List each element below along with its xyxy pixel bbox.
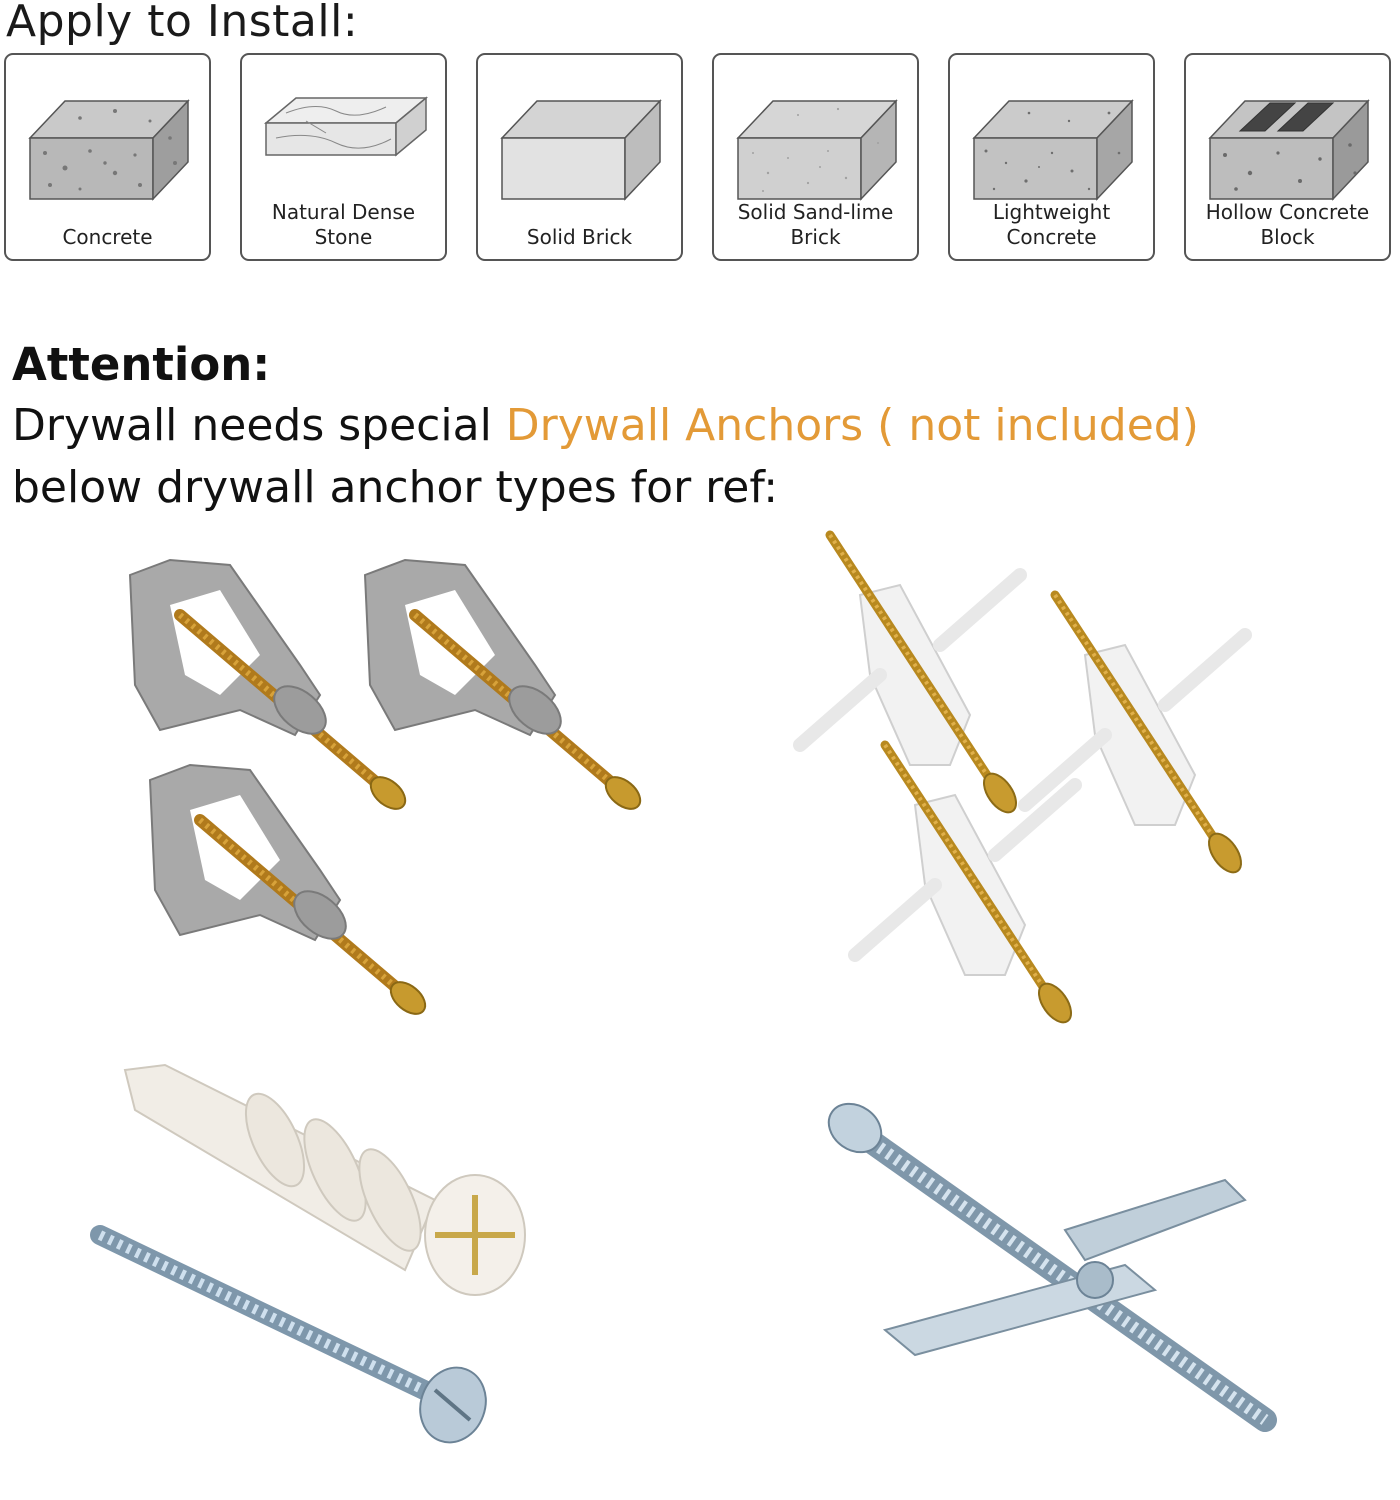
material-tile-concrete: Concrete — [4, 53, 211, 261]
concrete-block-icon — [28, 99, 190, 201]
apply-title: Apply to Install: — [6, 0, 359, 47]
solid-brick-icon — [500, 99, 662, 201]
white-plastic-winged-anchor-icon — [793, 530, 1270, 1025]
material-tile-solid-brick: Solid Brick — [476, 53, 683, 261]
material-label: Solid Brick — [526, 225, 633, 249]
lightweight-concrete-icon — [972, 99, 1134, 201]
attention-line-2: below drywall anchor types for ref: — [12, 462, 779, 513]
sand-lime-brick-icon — [736, 99, 898, 201]
attention-heading: Attention: — [12, 338, 271, 391]
natural-stone-block-icon — [263, 96, 429, 157]
self-drilling-drywall-anchor-icon — [90, 1063, 526, 1444]
grey-plastic-expansion-anchor-icon — [128, 545, 650, 1085]
attention-line-1: Drywall needs special Drywall Anchors ( … — [12, 400, 1199, 451]
hollow-concrete-block-icon — [1208, 99, 1370, 201]
toggle-bolt-anchor-icon — [827, 1102, 1277, 1432]
drywall-anchors-highlight: Drywall Anchors ( not included) — [505, 400, 1199, 451]
material-label: Concrete — [62, 225, 153, 249]
